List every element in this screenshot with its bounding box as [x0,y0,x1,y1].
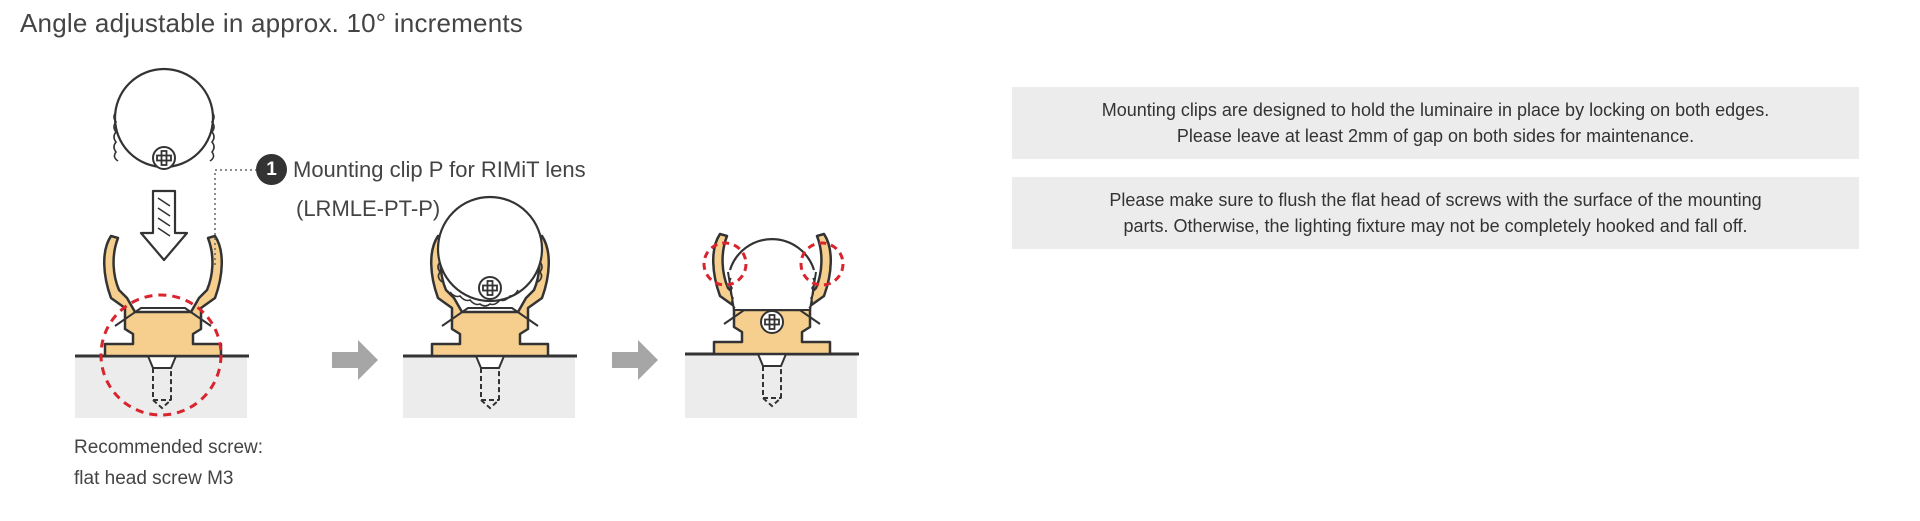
step-3 [685,232,859,418]
info-box-1-line-1: Mounting clips are designed to hold the … [1101,100,1770,120]
callout-label: Mounting clip P for RIMiT lens [293,156,586,182]
luminaire-lens [113,67,215,170]
screw-note-line-2: flat head screw M3 [74,468,234,489]
screw-highlight [99,293,223,417]
insert-arrow [139,189,189,262]
screw-recommendation: Recommended screw: flat head screw M3 [74,432,263,494]
mounting-clip-callout: 1 Mounting clip P for RIMiT lens [256,154,586,185]
callout-leader [214,169,256,265]
step-2 [403,195,577,418]
luminaire-lens [436,195,544,307]
info-box-2-line-1: Please make sure to flush the flat head … [1109,190,1762,210]
step-arrow-2 [612,340,658,380]
step-arrow-1 [332,340,378,380]
info-box-2-line-2: parts. Otherwise, the lighting fixture m… [1123,216,1748,236]
edge-highlight-right [799,241,845,287]
callout-part-code: (LRMLE-PT-P) [296,196,441,221]
screw-note-line-1: Recommended screw: [74,437,264,458]
edge-highlight-left [702,241,748,287]
page-title: Angle adjustable in approx. 10° incremen… [20,8,523,38]
info-box-screw-flush: Please make sure to flush the flat head … [1012,177,1859,249]
step-1 [75,67,256,418]
callout-number-badge: 1 [256,154,287,185]
info-box-gap: Mounting clips are designed to hold the … [1012,87,1859,159]
info-box-1-line-2: Please leave at least 2mm of gap on both… [1176,126,1695,146]
luminaire-lens [727,238,817,334]
